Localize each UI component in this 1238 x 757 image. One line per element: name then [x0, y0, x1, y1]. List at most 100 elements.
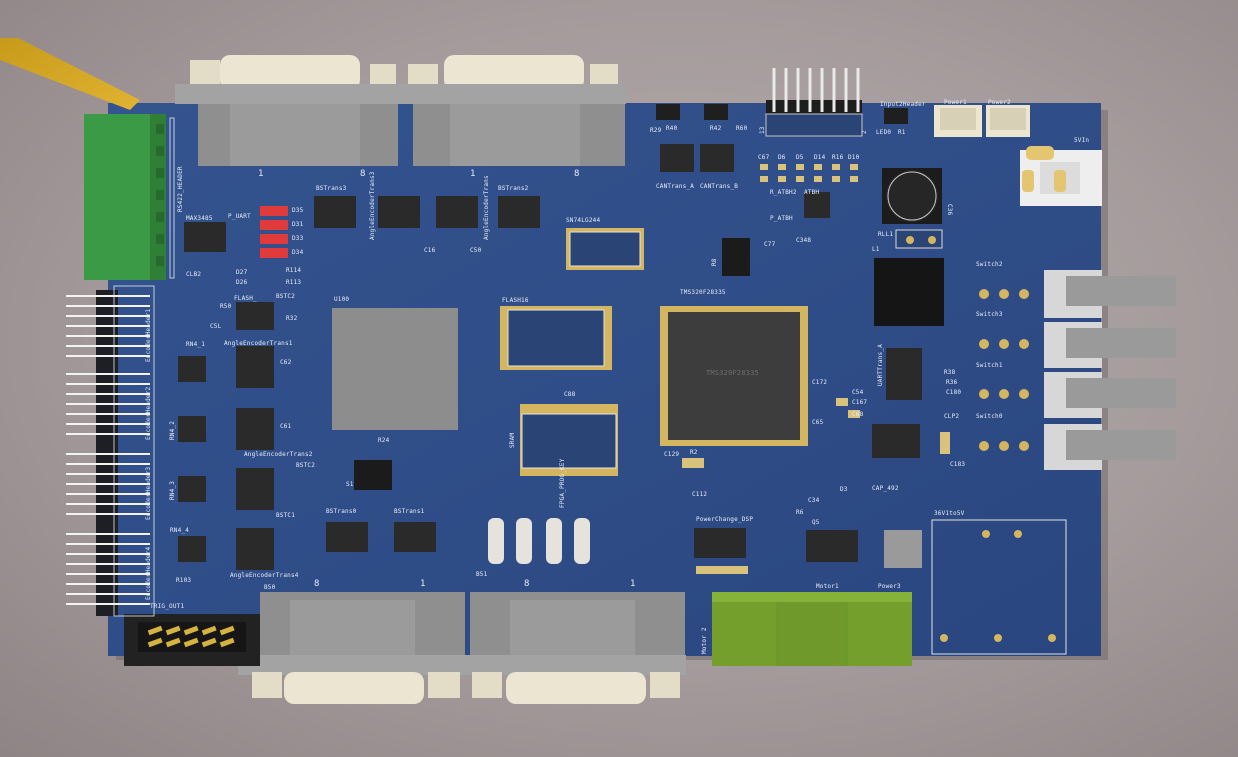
label-switch0: Switch0	[976, 413, 1003, 420]
label-c61: C61	[280, 423, 292, 430]
label-r29: R29	[650, 127, 662, 134]
dsub-bottom-left	[238, 592, 466, 704]
label-d10: D10	[848, 154, 860, 161]
dsub-top-right-pin8: 8	[574, 169, 580, 179]
label-switch3: Switch3	[976, 311, 1003, 318]
label-max3485: MAX3485	[186, 215, 213, 222]
label-switch2: Switch2	[976, 261, 1003, 268]
label-trig-out1: TRIG_OUT1	[150, 603, 185, 610]
red-leds	[260, 206, 288, 258]
dcdc-outline	[931, 519, 1067, 655]
dsub-top-right-pin1: 1	[470, 169, 476, 179]
label-motor2: Motor 2	[701, 627, 708, 654]
label-mcu-marking: TMS320F28335	[706, 369, 759, 377]
label-p-atbh: P_ATBH	[770, 215, 793, 222]
electrolytic-cap	[882, 168, 942, 224]
label-r8: R8	[711, 258, 718, 266]
label-input2: Input2Header	[880, 101, 926, 108]
label-b50: B50	[264, 584, 276, 591]
label-c348: C348	[796, 237, 812, 244]
dsub-bot-left-pin8: 8	[314, 579, 320, 589]
label-bstrans3: BSTrans3	[316, 185, 347, 192]
label-flash16: FLASH16	[502, 297, 529, 304]
regulator	[884, 530, 922, 568]
label-bstc1: BSTC1	[276, 512, 296, 519]
label-sn74: SN74LG244	[566, 217, 601, 224]
jtag-box-header	[124, 614, 260, 666]
left-pin-headers	[66, 290, 150, 616]
label-5vin: 5VIn	[1074, 137, 1090, 144]
label-r114: R114	[286, 267, 302, 274]
tactile-buttons	[488, 518, 590, 564]
label-l1: L1	[872, 246, 880, 253]
label-bstrans1: BSTrans1	[394, 508, 425, 515]
label-c129: C129	[664, 451, 680, 458]
label-header-13: 13	[759, 126, 766, 134]
label-c65: C65	[812, 419, 824, 426]
label-dcdc: 36V1to5V	[934, 510, 965, 517]
label-power2: Power2	[988, 99, 1011, 106]
label-rll1: RLL1	[878, 231, 894, 238]
motor-terminals	[712, 592, 912, 666]
label-c172: C172	[812, 379, 828, 386]
label-r103: R103	[176, 577, 192, 584]
label-rn4-4: RN4_4	[170, 527, 190, 534]
dsub-bottom-right	[466, 592, 686, 704]
dsub-bot-right-pin1: 1	[630, 579, 636, 589]
label-r16: R16	[832, 154, 844, 161]
big-ic-gray	[332, 308, 458, 430]
label-d31: D31	[292, 221, 304, 228]
label-d35: D35	[292, 207, 304, 214]
label-b51: B51	[476, 571, 488, 578]
label-motor1: Motor1	[816, 583, 839, 590]
label-c50: C50	[470, 247, 482, 254]
label-encoder-trans1: AngleEncoderTrans1	[224, 340, 293, 347]
label-c62: C62	[280, 359, 292, 366]
dsub-top-left	[175, 55, 400, 166]
label-r60: R60	[736, 125, 748, 132]
sn74-chip	[566, 228, 644, 270]
label-s1: S1	[346, 481, 354, 488]
label-rn4-1: RN4_1	[186, 341, 206, 348]
label-c54: C54	[852, 389, 864, 396]
label-cap492: CAP_492	[872, 485, 899, 492]
label-encoder-header1: EncoderHeader1	[145, 308, 152, 362]
label-uart-a: UARTTrans_A	[877, 344, 884, 386]
jst-connectors	[934, 105, 1030, 137]
label-r24: R24	[378, 437, 390, 444]
label-d34: D34	[292, 249, 304, 256]
label-r6: R6	[796, 509, 804, 516]
mcu-tms320	[660, 306, 808, 446]
label-rs422-header: RS422_HEADER	[177, 166, 184, 212]
label-d5: D5	[796, 154, 804, 161]
label-c88: C88	[564, 391, 576, 398]
ribbon-cable	[0, 38, 140, 110]
label-r40: R40	[666, 125, 678, 132]
dsub-bot-right-pin8: 8	[524, 579, 530, 589]
crystal-x1	[354, 460, 392, 490]
label-d33: D33	[292, 235, 304, 242]
label-c67: C67	[758, 154, 770, 161]
label-d26: D26	[236, 279, 248, 286]
label-encoder-trans4: AngleEncoderTrans4	[230, 572, 299, 579]
label-can-a: CANTrans_A	[656, 183, 695, 190]
label-r36: R36	[946, 379, 958, 386]
label-fpga-prog: FPGA_PROG_KEY	[559, 458, 566, 508]
label-c167: C167	[852, 399, 868, 406]
right-switches	[1044, 270, 1176, 470]
label-power-change: PowerChange_DSP	[696, 516, 754, 523]
label-led0: LED0	[876, 129, 892, 136]
label-d6: D6	[778, 154, 786, 161]
label-c16: C16	[424, 247, 436, 254]
green-terminal-left	[84, 114, 166, 280]
label-d14: D14	[814, 154, 826, 161]
label-flash: FLASH_	[234, 295, 257, 302]
label-header-2: 2	[861, 130, 868, 134]
label-power1: Power1	[944, 99, 967, 106]
label-c68: C68	[852, 411, 864, 418]
label-r50: R50	[220, 303, 232, 310]
label-r-atbh2: R_ATBH2	[770, 189, 797, 196]
label-c5l: C5L	[210, 323, 222, 330]
label-bstc2: BSTC2	[276, 293, 296, 300]
